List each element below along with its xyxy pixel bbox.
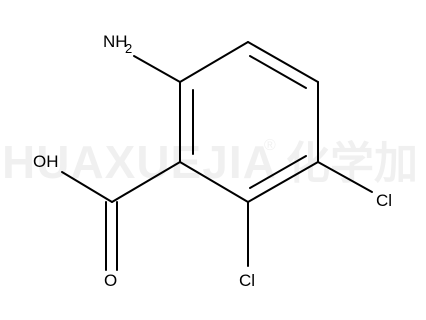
amine-label: NH	[103, 32, 128, 51]
watermark-latin-text: HUAXUEJIA	[2, 136, 277, 188]
amine-subscript: 2	[125, 41, 132, 56]
bond-c1-nh2	[133, 55, 181, 83]
bond-c3-c2	[179, 161, 249, 203]
chlorine-2-label: Cl	[239, 271, 255, 290]
bond-c1-c6	[179, 41, 249, 83]
substituent-bonds	[61, 55, 373, 271]
bond-c4-c3	[247, 161, 319, 203]
bond-c2-carboxyl	[111, 161, 181, 203]
bond-c4-cl	[317, 161, 373, 193]
bond-c6-c5-inner	[249, 55, 307, 89]
bond-c6-c5	[247, 41, 319, 83]
bond-c4-c3-inner	[249, 155, 307, 189]
bond-carboxyl-oh	[61, 171, 113, 203]
carbonyl-oxygen-label: O	[104, 271, 117, 290]
chlorine-3-label: Cl	[376, 191, 392, 210]
watermark: HUAXUEJIA ® 化学加	[2, 136, 418, 189]
atom-labels: NH 2 OH O Cl Cl	[33, 32, 392, 290]
benzene-ring	[179, 41, 319, 203]
watermark-registered-mark: ®	[264, 137, 276, 154]
hydroxyl-label: OH	[33, 152, 59, 171]
